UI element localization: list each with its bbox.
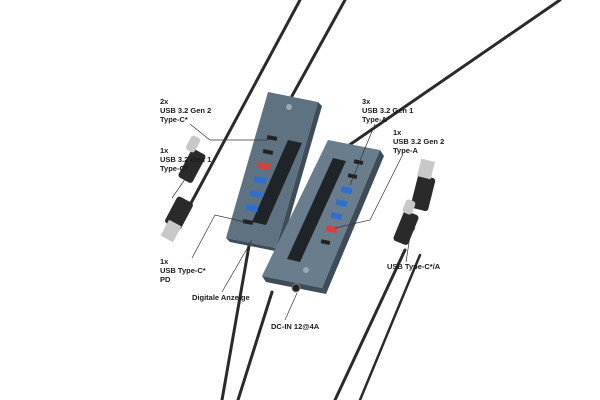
label-dc-in: DC-IN 12@4A	[271, 322, 320, 331]
cable-hub2-bottom	[236, 290, 274, 400]
port-usba-red	[325, 225, 338, 234]
label-usb32-gen2-typec: 2x USB 3.2 Gen 2 Type-C*	[160, 97, 211, 124]
label-line: USB 3.2 Gen 2	[393, 137, 445, 146]
leader-lines	[171, 123, 416, 321]
label-line: PD	[160, 275, 171, 284]
port-usba-blue	[245, 204, 259, 212]
cable-hub2-top	[343, 0, 562, 150]
port-usba-blue	[249, 190, 263, 198]
cables	[188, 0, 562, 400]
connector-left	[160, 135, 206, 243]
label-line: USB 3.2 Gen 2	[160, 106, 212, 115]
port-usbc	[262, 149, 274, 155]
dc-in-jack	[291, 283, 301, 293]
brand-logo	[303, 267, 309, 273]
label-count: 3x	[362, 97, 371, 106]
port-usbc	[353, 159, 364, 165]
label-line: USB 3.2 Gen 1	[160, 155, 212, 164]
hub-left	[226, 92, 322, 252]
label-line: Type-A	[362, 115, 387, 124]
hub-right	[262, 140, 384, 294]
cable-hub1-top	[290, 0, 347, 98]
label-count: 1x	[160, 257, 169, 266]
label-usb32-gen1-typea: 3x USB 3.2 Gen 1 Type-A	[362, 97, 413, 124]
digital-display	[287, 158, 346, 262]
port-usbc	[347, 173, 358, 179]
port-usbc	[242, 219, 254, 225]
cable-right-connector	[333, 248, 407, 400]
label-line: Type-A	[393, 146, 418, 155]
port-usba-blue	[253, 176, 267, 184]
cable-left-connector	[188, 0, 302, 207]
label-count: 1x	[160, 146, 169, 155]
label-digital-display: Digitale Anzeige	[192, 293, 250, 302]
label-line: Type-C*	[160, 164, 188, 173]
port-usbc	[266, 135, 278, 141]
port-usba-red	[257, 162, 271, 170]
brand-logo	[286, 104, 292, 110]
digital-display	[252, 140, 302, 225]
cable-right-connector-2	[358, 253, 422, 400]
label-line: USB Type-C*	[160, 266, 206, 275]
label-line: Type-C*	[160, 115, 188, 124]
port-usba-blue	[330, 212, 343, 221]
label-cable-connector: USB Type-C*/A	[387, 262, 441, 271]
port-usba-blue	[335, 199, 348, 208]
port-usbc	[320, 239, 331, 245]
label-usb32-gen2-typea: 1x USB 3.2 Gen 2 Type-A	[393, 128, 444, 155]
label-count: 2x	[160, 97, 169, 106]
connector-right	[393, 158, 436, 245]
label-count: 1x	[393, 128, 402, 137]
port-usba-blue	[340, 186, 353, 195]
label-line: USB 3.2 Gen 1	[362, 106, 414, 115]
label-usb32-gen1-typec: 1x USB 3.2 Gen 1 Type-C*	[160, 146, 211, 173]
label-usb-typec-pd: 1x USB Type-C* PD	[160, 257, 206, 284]
cable-hub1-bottom	[220, 238, 252, 400]
